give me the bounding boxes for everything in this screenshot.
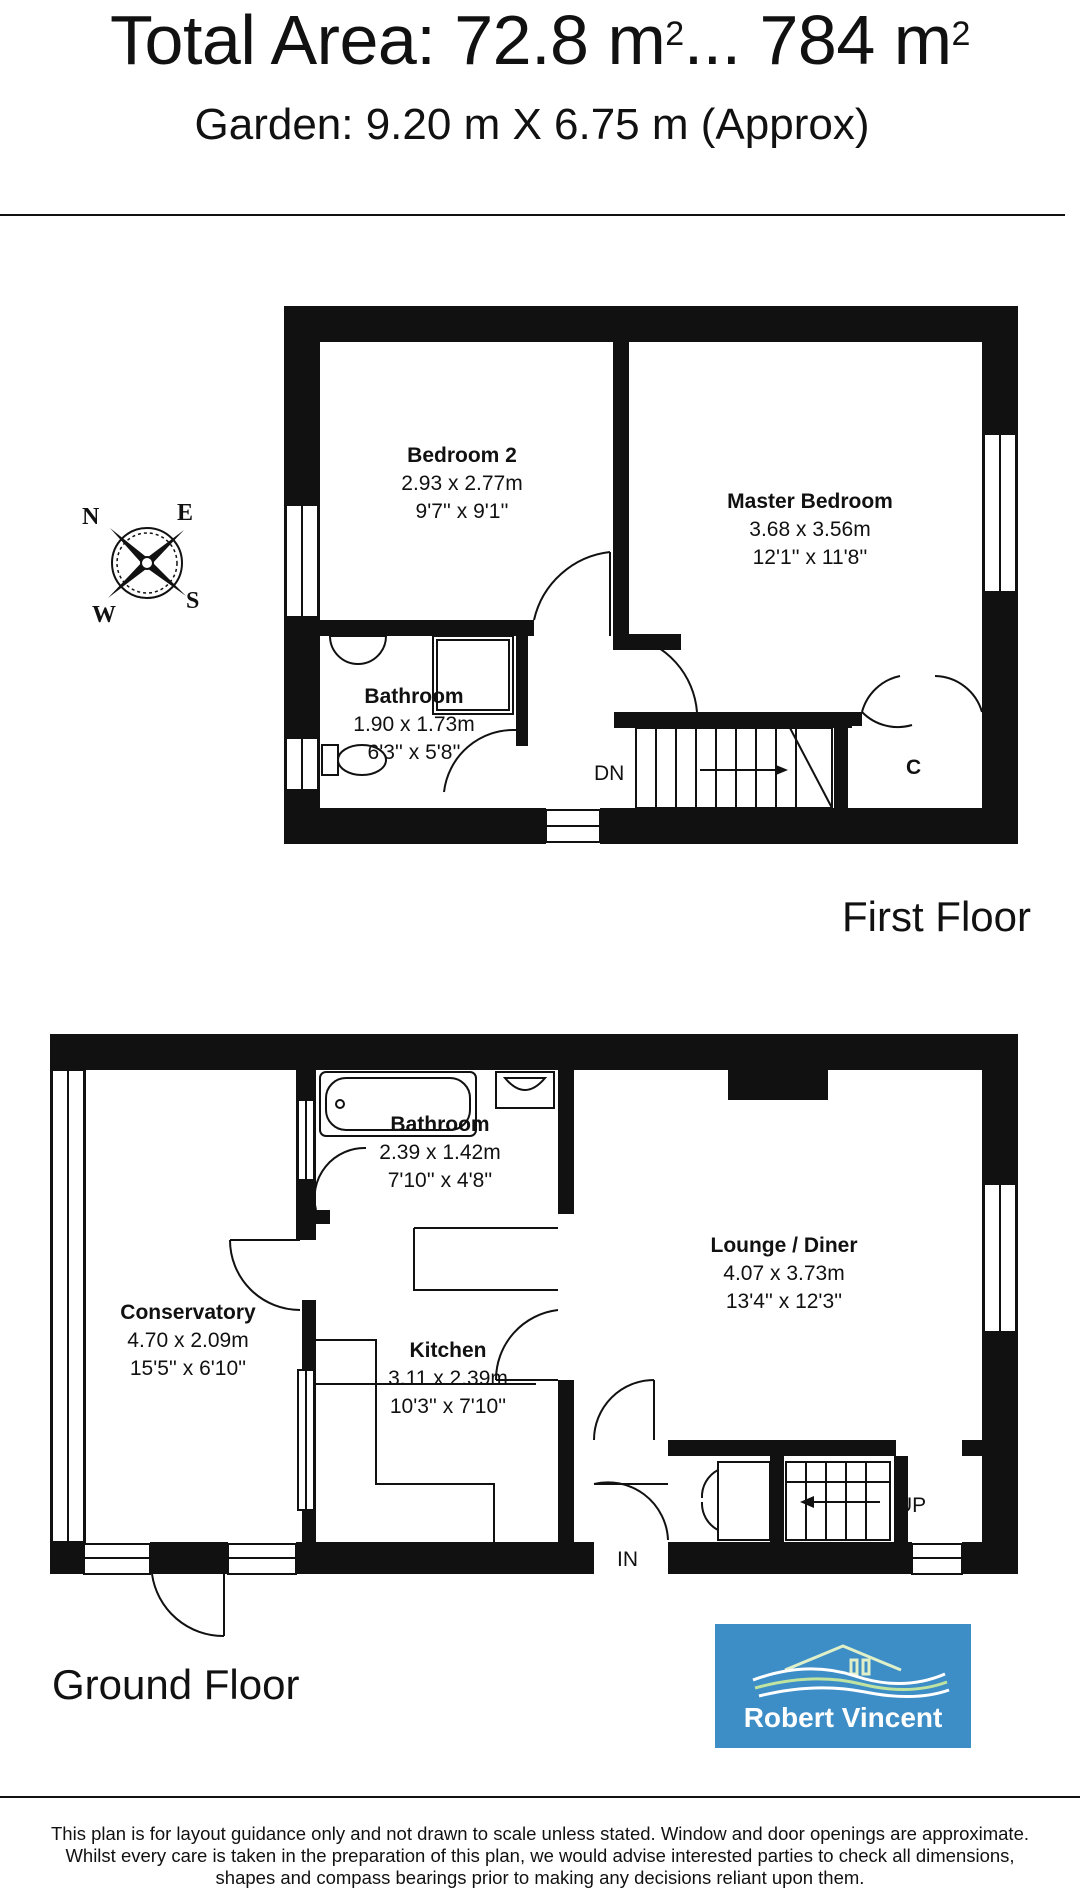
room-label-master-bedroom: Master Bedroom 3.68 x 3.56m 12'1'' x 11'… bbox=[727, 490, 893, 569]
room-label-first-floor-bathroom: Bathroom 1.90 x 1.73m 6'3'' x 5'8'' bbox=[353, 685, 475, 764]
compass-icon bbox=[108, 527, 186, 599]
house-waves-icon bbox=[752, 1644, 950, 1698]
first-floor-label: First Floor bbox=[842, 893, 1031, 940]
footer-divider bbox=[0, 1796, 1080, 1798]
ground-floor-label: Ground Floor bbox=[52, 1661, 300, 1708]
disclaimer: This plan is for layout guidance only an… bbox=[51, 1823, 1029, 1888]
room-label-bedroom-2: Bedroom 2 2.93 x 2.77m 9'7'' x 9'1'' bbox=[401, 444, 523, 523]
total-area-heading: Total Area: 72.8 m2... 784 m2 bbox=[110, 1, 970, 79]
room-label-kitchen: Kitchen 3.11 x 2.39m 10'3'' x 7'10'' bbox=[388, 1339, 508, 1418]
compass-east-label: E bbox=[177, 500, 194, 526]
garden-size-heading: Garden: 9.20 m X 6.75 m (Approx) bbox=[194, 100, 870, 149]
cupboard-label: C bbox=[906, 756, 922, 779]
room-label-lounge-diner: Lounge / Diner 4.07 x 3.73m 13'4'' x 12'… bbox=[710, 1234, 858, 1313]
compass-south-label: S bbox=[186, 588, 200, 614]
room-label-conservatory: Conservatory 4.70 x 2.09m 15'5'' x 6'10'… bbox=[120, 1301, 256, 1380]
agency-logo bbox=[715, 1624, 971, 1748]
compass-north-label: N bbox=[82, 504, 100, 530]
entrance-label: IN bbox=[617, 1548, 638, 1571]
agency-logo-text: Robert Vincent bbox=[743, 1702, 943, 1733]
stairs-down-label: DN bbox=[594, 762, 625, 785]
header-divider bbox=[0, 214, 1065, 216]
room-label-ground-floor-bathroom: Bathroom 2.39 x 1.42m 7'10'' x 4'8'' bbox=[379, 1113, 501, 1192]
compass-west-label: W bbox=[92, 602, 116, 628]
stairs-up-label: UP bbox=[897, 1494, 927, 1517]
